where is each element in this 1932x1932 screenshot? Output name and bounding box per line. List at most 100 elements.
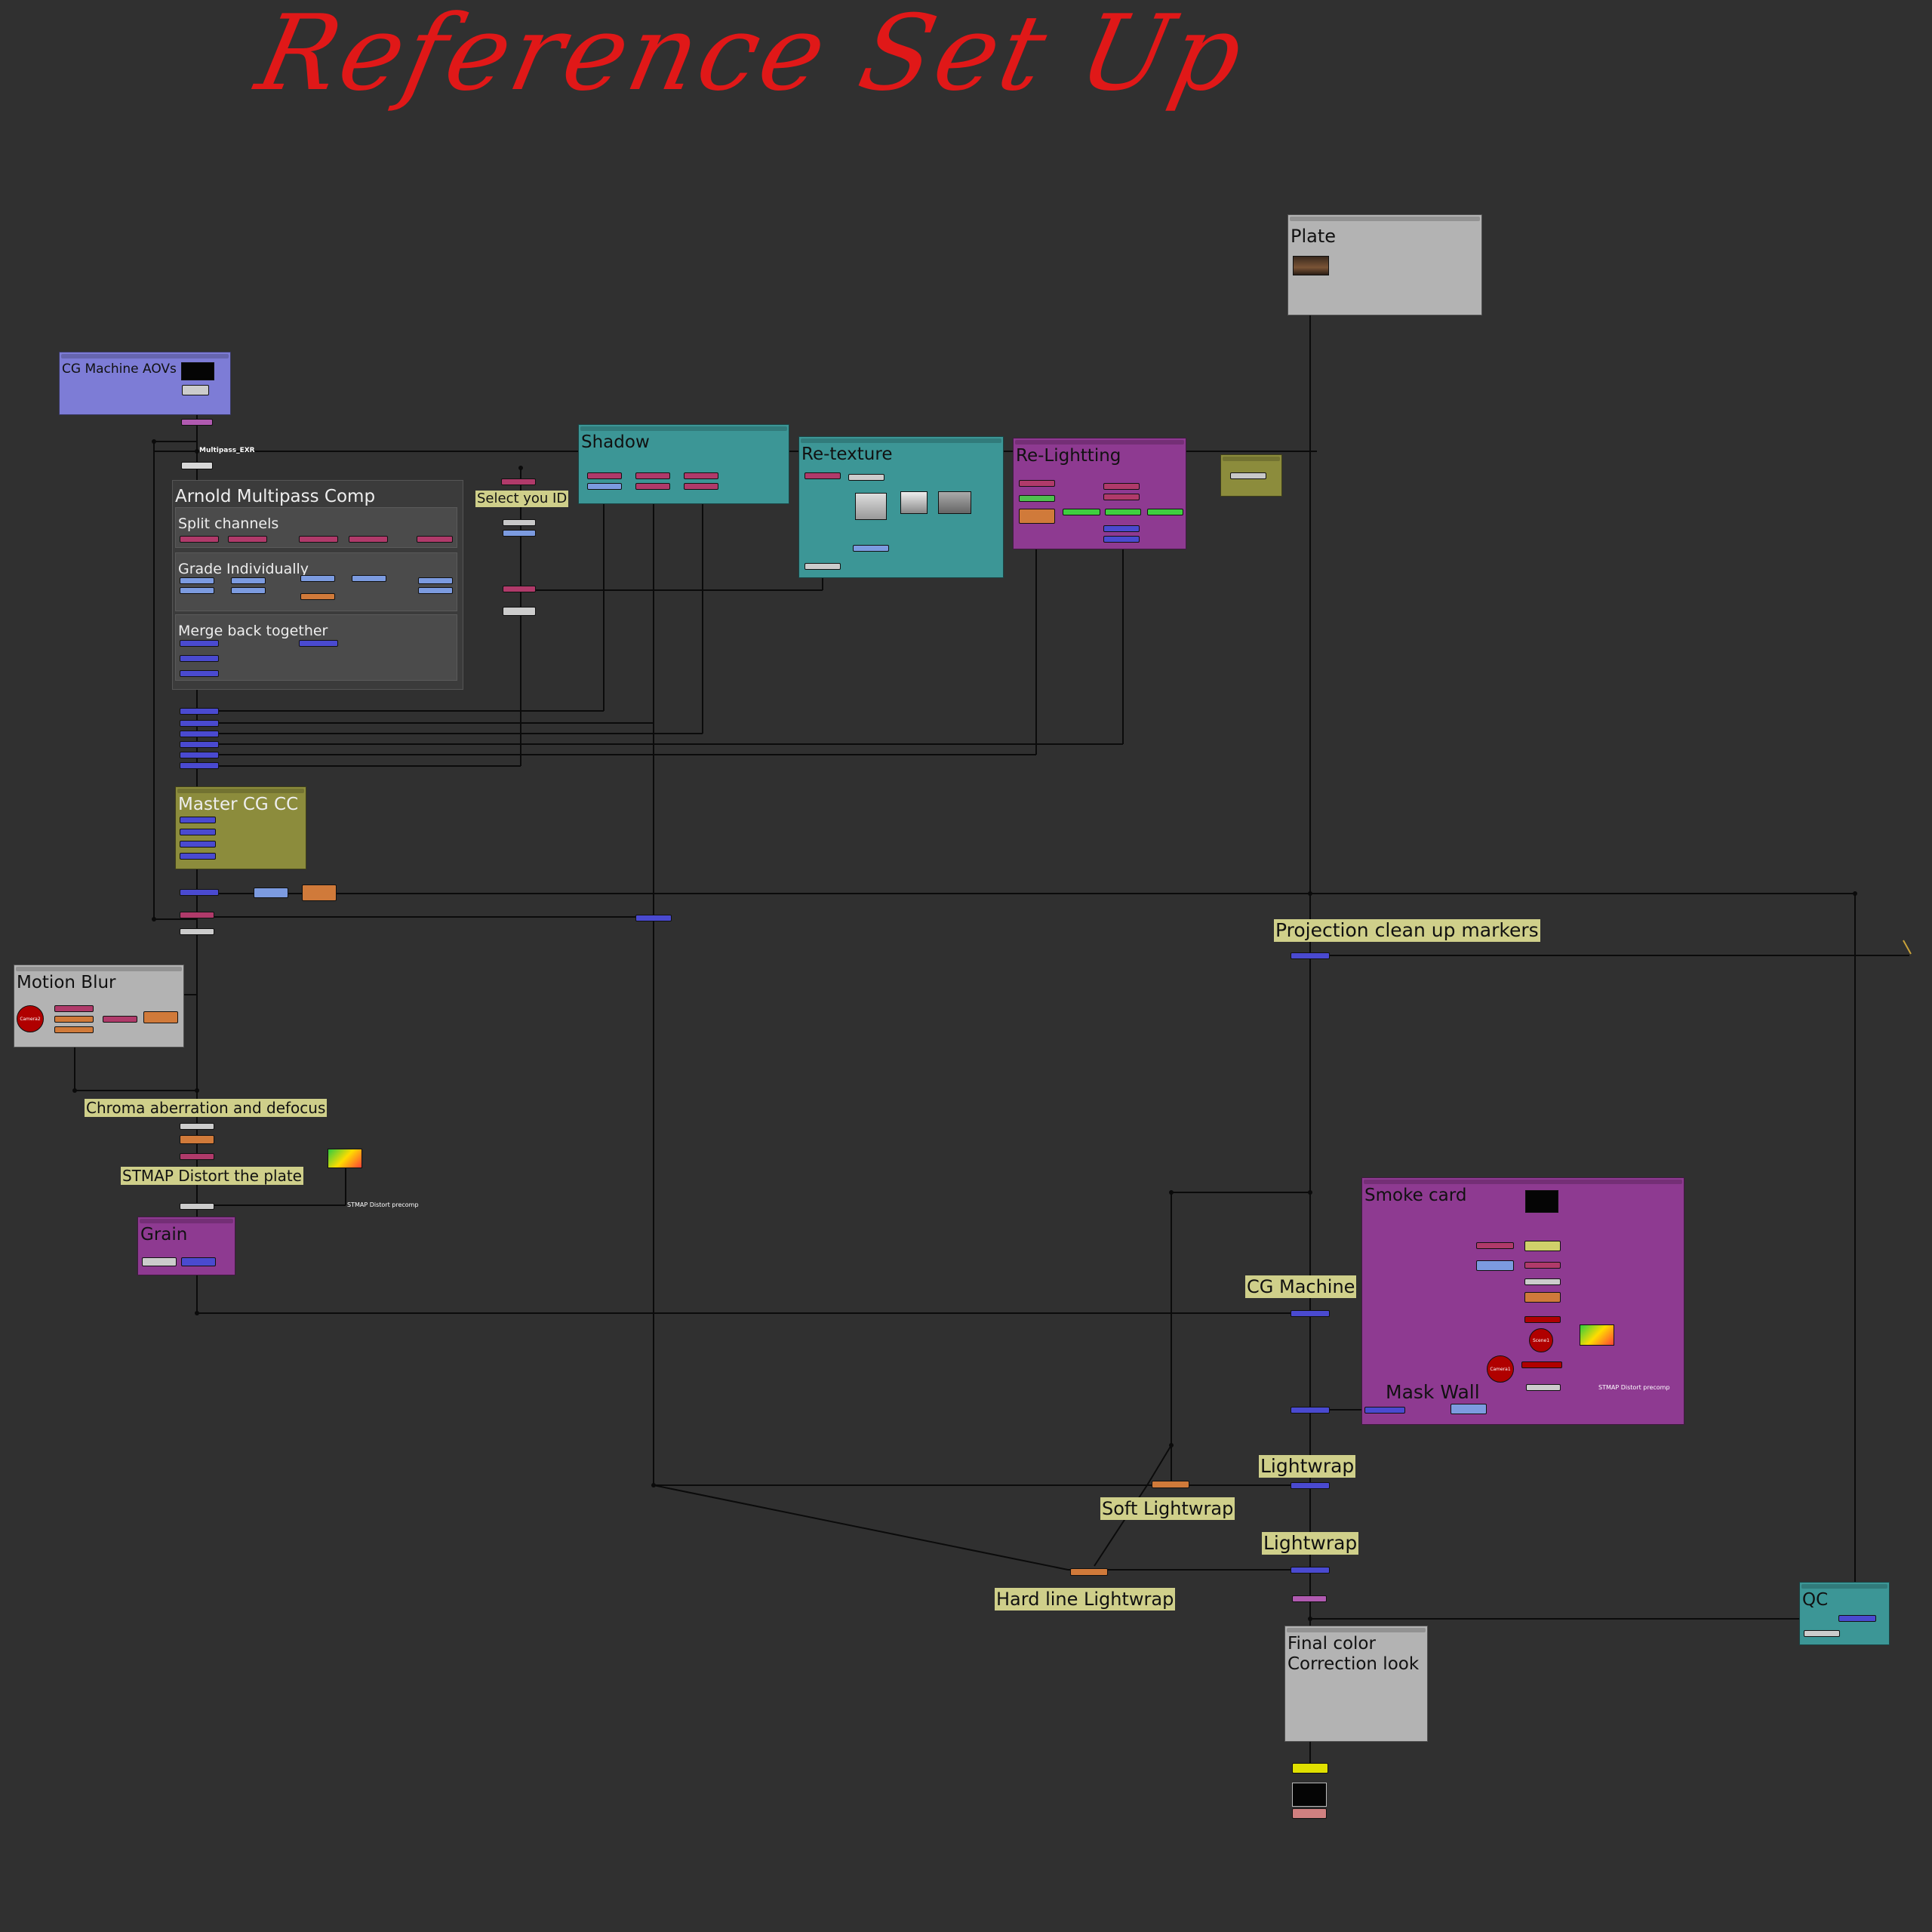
node-shuffle-aov[interactable] xyxy=(181,419,213,426)
node-master-grade-2[interactable] xyxy=(180,829,216,835)
node-smoke-defocus[interactable] xyxy=(1524,1292,1561,1303)
texture-thumbnail-3[interactable] xyxy=(938,491,971,514)
node-grade-4[interactable] xyxy=(352,575,386,582)
node-hard-lightwrap[interactable] xyxy=(1070,1568,1108,1576)
node-shadow-merge-2[interactable] xyxy=(635,483,670,490)
node-grade-3[interactable] xyxy=(300,575,335,582)
node-stmap[interactable] xyxy=(180,1203,214,1210)
node-qc-merge[interactable] xyxy=(1838,1615,1876,1622)
node-multiply[interactable] xyxy=(254,888,288,898)
node-shadow-merge-main[interactable] xyxy=(635,915,672,921)
sticky-soft-lightwrap[interactable]: Soft Lightwrap xyxy=(1100,1497,1235,1520)
node-smoke-render[interactable] xyxy=(1521,1361,1562,1368)
node-grade-2[interactable] xyxy=(231,577,266,584)
node-merge-plus-2[interactable] xyxy=(299,640,338,647)
node-mb-vector-1[interactable] xyxy=(54,1016,94,1023)
node-shuffle-split-4[interactable] xyxy=(349,536,388,543)
sticky-hard-lightwrap[interactable]: Hard line Lightwrap xyxy=(995,1588,1176,1611)
write-read-thumbnail[interactable] xyxy=(1292,1783,1327,1807)
backdrop-merge-back[interactable]: Merge back together xyxy=(175,614,457,681)
node-chroma-copy[interactable] xyxy=(180,1153,214,1160)
node-shuffle-split-1[interactable] xyxy=(180,536,219,543)
node-smoke-copy[interactable] xyxy=(1524,1262,1561,1269)
node-merge-stack-4[interactable] xyxy=(180,741,219,748)
node-relight-shuffle-2[interactable] xyxy=(1103,483,1140,490)
node-lightwrap-merge-1[interactable] xyxy=(1291,1482,1330,1489)
node-relight-green-2[interactable] xyxy=(1105,509,1141,515)
aov-read-thumbnail[interactable] xyxy=(181,362,214,380)
texture-thumbnail-1[interactable] xyxy=(855,493,887,520)
node-grade-2b[interactable] xyxy=(231,587,266,594)
node-smoke-timeoffset[interactable] xyxy=(1524,1241,1561,1251)
backdrop-plate[interactable]: Plate xyxy=(1287,214,1482,315)
stmap-read-thumbnail[interactable] xyxy=(328,1149,362,1168)
sticky-lightwrap-1[interactable]: Lightwrap xyxy=(1259,1455,1356,1478)
node-cg-premult[interactable] xyxy=(180,928,214,935)
node-projection-merge[interactable] xyxy=(1291,952,1330,959)
node-smoke-stmap[interactable] xyxy=(1526,1384,1561,1391)
backdrop-shadow[interactable]: Shadow xyxy=(578,424,789,504)
node-olive-noop[interactable] xyxy=(1230,472,1266,479)
node-relight-merge-2[interactable] xyxy=(1103,536,1140,543)
node-merge-stack-6[interactable] xyxy=(180,762,219,769)
sticky-lightwrap-2[interactable]: Lightwrap xyxy=(1262,1532,1359,1555)
node-shuffle-split-5[interactable] xyxy=(417,536,453,543)
backdrop-relighting[interactable]: Re-Lightting xyxy=(1013,438,1186,549)
node-grade-5[interactable] xyxy=(418,577,453,584)
backdrop-grade-individually[interactable]: Grade Individually xyxy=(175,552,457,611)
node-colorcorrect-3[interactable] xyxy=(300,593,335,600)
smoke-read-thumbnail[interactable] xyxy=(1525,1190,1558,1213)
node-shuffle-split-3[interactable] xyxy=(299,536,338,543)
camera-smoke[interactable]: Camera1 xyxy=(1487,1355,1514,1383)
node-retex-merge[interactable] xyxy=(853,545,889,552)
node-grade-1[interactable] xyxy=(180,577,214,584)
sticky-cg-machine[interactable]: CG Machine xyxy=(1245,1275,1357,1298)
node-write-read[interactable] xyxy=(1292,1808,1327,1819)
node-relight-grade-1[interactable] xyxy=(1019,495,1055,502)
node-aberration[interactable] xyxy=(180,1123,214,1130)
sticky-stmap-distort[interactable]: STMAP Distort the plate xyxy=(121,1167,303,1185)
node-relight-shuffle-3[interactable] xyxy=(1103,494,1140,500)
node-shadow-shuffle-2[interactable] xyxy=(635,472,670,479)
node-write[interactable] xyxy=(1292,1763,1328,1774)
node-smoke-premult[interactable] xyxy=(1524,1278,1561,1285)
node-defocus[interactable] xyxy=(180,1135,214,1144)
sticky-projection-cleanup[interactable]: Projection clean up markers xyxy=(1274,919,1540,942)
texture-thumbnail-2[interactable] xyxy=(900,491,928,514)
node-id-shuffle[interactable] xyxy=(503,519,536,526)
camera-motion-blur[interactable]: Camera2 xyxy=(17,1005,44,1032)
node-lightwrap-merge-2[interactable] xyxy=(1291,1567,1330,1574)
node-final-grade[interactable] xyxy=(1292,1595,1327,1602)
node-retex-switch[interactable] xyxy=(848,474,884,481)
backdrop-cg-machine-aovs[interactable]: CG Machine AOVs xyxy=(59,352,231,415)
node-relight-blur[interactable] xyxy=(1019,509,1055,524)
node-relight-merge-1[interactable] xyxy=(1103,525,1140,532)
node-merge-plus-1[interactable] xyxy=(180,640,219,647)
smoke-stmap-thumbnail[interactable] xyxy=(1580,1324,1614,1346)
scene-smoke[interactable]: Scene1 xyxy=(1529,1328,1553,1352)
node-maskwall-merge-2[interactable] xyxy=(1364,1407,1405,1414)
node-relight-shuffle-1[interactable] xyxy=(1019,480,1055,487)
node-vectorblur[interactable] xyxy=(143,1011,178,1023)
node-mb-copy[interactable] xyxy=(103,1016,137,1023)
node-retex-shuffle[interactable] xyxy=(804,472,841,479)
node-relight-green-3[interactable] xyxy=(1147,509,1183,515)
node-cg-machine-merge[interactable] xyxy=(1291,1310,1330,1317)
node-id-grade[interactable] xyxy=(503,530,536,537)
node-smoke-card[interactable] xyxy=(1524,1316,1561,1323)
backdrop-motion-blur[interactable]: Motion Blur xyxy=(14,964,184,1048)
node-maskwall-merge[interactable] xyxy=(1291,1407,1330,1414)
node-maskwall-multiply[interactable] xyxy=(1451,1404,1487,1414)
node-merge-stack-3[interactable] xyxy=(180,731,219,737)
node-soft-lightwrap[interactable] xyxy=(1152,1481,1189,1488)
node-aov-read[interactable] xyxy=(182,385,209,395)
node-shuffle-split-2[interactable] xyxy=(228,536,267,543)
backdrop-retexture[interactable]: Re-texture xyxy=(798,436,1004,578)
node-shadow-merge-3[interactable] xyxy=(684,483,718,490)
node-cg-merge-main[interactable] xyxy=(180,889,219,896)
backdrop-final-color[interactable]: Final color Correction look xyxy=(1284,1626,1428,1742)
node-shadow-shuffle-3[interactable] xyxy=(684,472,718,479)
plate-read-thumbnail[interactable] xyxy=(1293,256,1329,275)
node-grade-1b[interactable] xyxy=(180,587,214,594)
